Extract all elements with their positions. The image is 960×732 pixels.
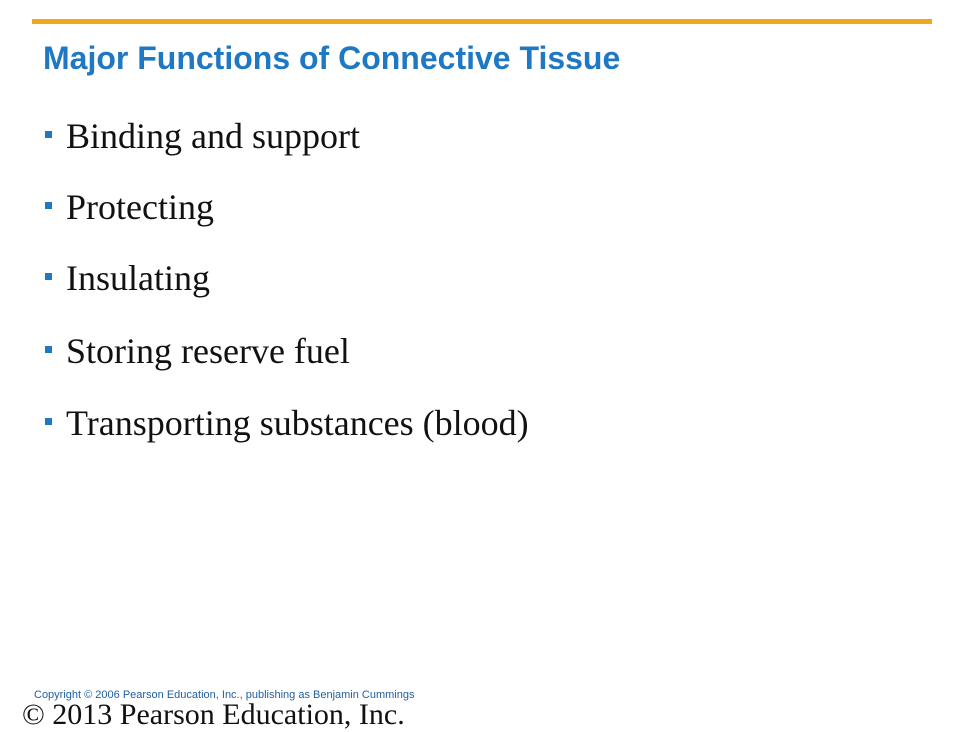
bullet-text: Protecting bbox=[66, 187, 214, 227]
top-accent-rule bbox=[32, 19, 932, 24]
bullet-text: Transporting substances (blood) bbox=[66, 403, 529, 443]
square-bullet-icon bbox=[45, 418, 52, 425]
copyright-notice-large: © 2013 Pearson Education, Inc. bbox=[22, 698, 405, 731]
square-bullet-icon bbox=[45, 131, 52, 138]
bullet-text: Binding and support bbox=[66, 116, 360, 156]
bullet-text: Insulating bbox=[66, 258, 210, 298]
square-bullet-icon bbox=[45, 202, 52, 209]
square-bullet-icon bbox=[45, 273, 52, 280]
copyright-notice: Copyright © 2006 Pearson Education, Inc.… bbox=[34, 689, 415, 701]
slide-title: Major Functions of Connective Tissue bbox=[43, 40, 621, 76]
bullet-text: Storing reserve fuel bbox=[66, 331, 350, 371]
square-bullet-icon bbox=[45, 346, 52, 353]
